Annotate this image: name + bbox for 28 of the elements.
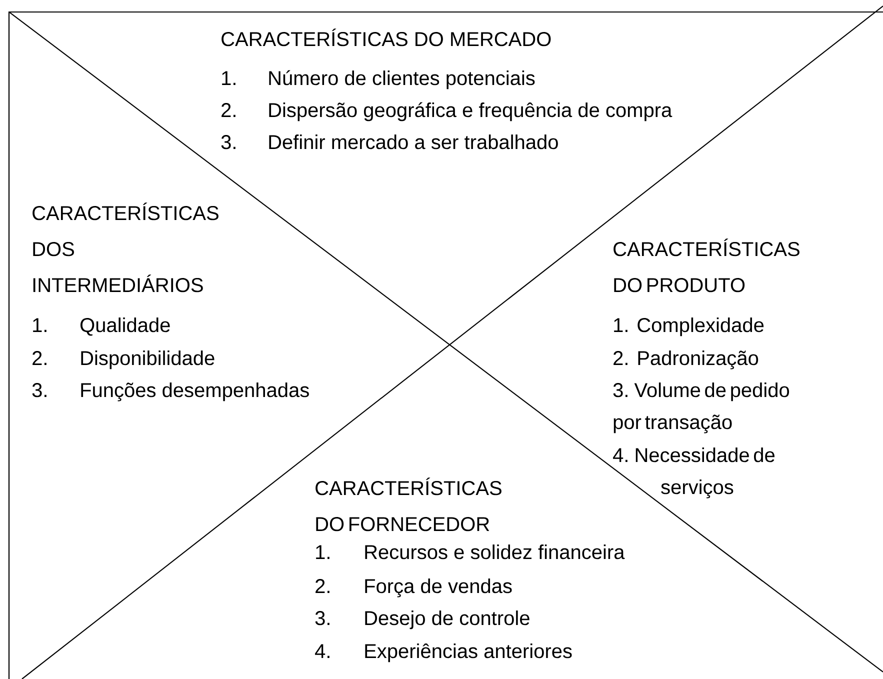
list-item: Força de vendas [365,578,512,598]
list-item: Dispersão geográfica e frequência de compra [269,102,672,122]
list-number: 1. [33,318,46,332]
list-number: 1. [316,545,330,559]
list-item: Disponibilidade [81,350,214,370]
list-item: Definir mercado a ser trabalhado [269,134,558,150]
list-number: 3. [315,611,330,626]
list-number: 3. [32,383,46,398]
list-item: Funções desempenhadas [81,382,309,402]
list-item: Experiências anteriores [365,643,572,662]
list-number: 2. [32,351,46,365]
heading: CARACTERÍSTICAS DO MERCADO [222,28,551,46]
heading: CARACTERÍSTICAS DO PRODUTO [614,238,800,292]
heading: CARACTERÍSTICAS DOS INTERMEDIÁRIOS [32,202,218,292]
list-item: Desejo de controle [365,610,530,630]
list-number: 1. [222,71,236,85]
heading: CARACTERÍSTICAS DO FORNECEDOR [316,478,502,532]
list-number: 2. [222,103,236,117]
list-item: 3. Volume de pedido por transação [613,382,790,434]
list-number: 2. [316,579,330,593]
list-item: Qualidade [80,318,170,336]
list-item: Número de clientes potenciais [269,70,535,90]
list-number: 4. [315,644,330,658]
list-item: 1. Complexidade [614,318,764,336]
list-item: 4. Necessidade de serviços [613,448,774,498]
list-item: Recursos e solidez financeira [365,544,625,560]
list-number: 3. [221,135,236,150]
list-item: 2. Padronização [614,350,758,370]
